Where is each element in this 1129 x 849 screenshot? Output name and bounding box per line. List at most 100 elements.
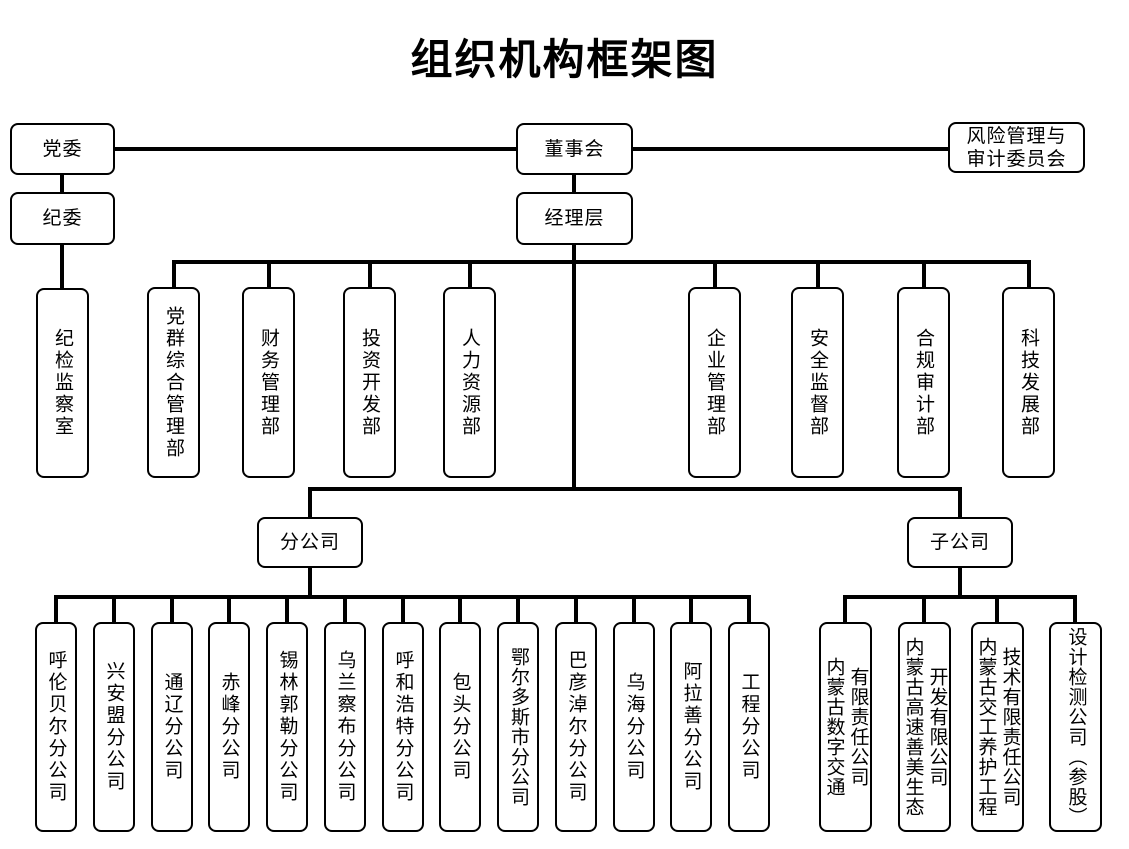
dept-box: 财务管理部 <box>242 287 295 478</box>
connector-line <box>632 595 636 622</box>
node-label: 安全监督部 <box>807 327 828 438</box>
subsidiary-box: 设计检测公司（参股） <box>1049 622 1102 832</box>
connector-line <box>572 175 576 192</box>
node-label: 巴彦淖尔分公司 <box>565 650 587 804</box>
node-label: 党群综合管理部 <box>163 305 184 460</box>
branch-box: 通辽分公司 <box>151 622 193 832</box>
node-label: 内蒙古高速善美生态 开发有限公司 <box>902 637 948 817</box>
connector-line <box>227 595 231 622</box>
branch-box: 鄂尔多斯市分公司 <box>497 622 539 832</box>
connector-line <box>173 260 1029 264</box>
node-label: 纪委 <box>42 208 83 229</box>
dept-box: 党群综合管理部 <box>147 287 200 478</box>
node-label: 子公司 <box>929 532 990 553</box>
connector-line <box>54 595 58 622</box>
connector-line <box>1027 260 1031 288</box>
node-label: 科技发展部 <box>1018 327 1039 438</box>
node-label: 内蒙古数字交通 有限责任公司 <box>823 657 869 797</box>
connector-line <box>170 595 174 622</box>
connector-line <box>468 260 472 288</box>
subsidiary-box: 内蒙古高速善美生态 开发有限公司 <box>898 622 951 832</box>
node-label: 工程分公司 <box>738 672 760 782</box>
node-label: 赤峰分公司 <box>218 672 240 782</box>
branch-box: 包头分公司 <box>439 622 481 832</box>
node-label: 兴安盟分公司 <box>103 661 125 793</box>
dept-box: 企业管理部 <box>688 287 741 478</box>
branch-box: 锡林郭勒分公司 <box>266 622 308 832</box>
node-label: 设计检测公司（参股） <box>1065 627 1087 827</box>
connector-line <box>572 245 576 491</box>
connector-line <box>343 595 347 622</box>
connector-line <box>368 260 372 288</box>
node-board: 董事会 <box>516 123 633 175</box>
dept-box: 投资开发部 <box>343 287 396 478</box>
node-label: 企业管理部 <box>704 327 725 438</box>
node-label: 呼和浩特分公司 <box>392 650 414 804</box>
branch-box: 呼和浩特分公司 <box>382 622 424 832</box>
node-label: 投资开发部 <box>359 327 380 438</box>
node-label: 经理层 <box>544 208 605 229</box>
dept-box: 人力资源部 <box>443 287 496 478</box>
node-label: 人力资源部 <box>459 327 480 438</box>
node-subsidiaries-group: 子公司 <box>907 517 1013 568</box>
connector-line <box>112 595 116 622</box>
connector-line <box>458 595 462 622</box>
node-party-committee: 党委 <box>10 123 115 175</box>
branch-box: 乌海分公司 <box>613 622 655 832</box>
connector-line <box>689 595 693 622</box>
connector-line <box>958 568 962 599</box>
dept-box: 安全监督部 <box>791 287 844 478</box>
connector-line <box>995 595 999 622</box>
branch-box: 工程分公司 <box>728 622 770 832</box>
node-label: 分公司 <box>279 532 340 553</box>
node-label: 通辽分公司 <box>161 672 183 782</box>
node-label: 合规审计部 <box>913 327 934 438</box>
connector-line <box>401 595 405 622</box>
connector-line <box>816 260 820 288</box>
node-label: 乌海分公司 <box>623 672 645 782</box>
node-label: 董事会 <box>544 138 605 160</box>
connector-line <box>843 595 1077 599</box>
branch-box: 巴彦淖尔分公司 <box>555 622 597 832</box>
connector-line <box>922 260 926 288</box>
connector-line <box>843 595 847 622</box>
subsidiary-box: 内蒙古交工养护工程 技术有限责任公司 <box>971 622 1024 832</box>
node-label: 纪检监察室 <box>52 328 73 438</box>
connector-line <box>115 147 516 151</box>
connector-line <box>747 595 751 622</box>
branch-box: 阿拉善分公司 <box>670 622 712 832</box>
subsidiary-box: 内蒙古数字交通 有限责任公司 <box>819 622 872 832</box>
node-label: 鄂尔多斯市分公司 <box>508 647 529 807</box>
connector-line <box>60 245 64 288</box>
branch-box: 呼伦贝尔分公司 <box>35 622 77 832</box>
node-discipline-committee: 纪委 <box>10 192 115 245</box>
branch-box: 兴安盟分公司 <box>93 622 135 832</box>
connector-line <box>958 487 962 517</box>
node-label: 包头分公司 <box>449 672 471 782</box>
connector-line <box>308 568 312 599</box>
node-branches-group: 分公司 <box>257 517 363 568</box>
connector-line <box>713 260 717 288</box>
branch-box: 乌兰察布分公司 <box>324 622 366 832</box>
connector-line <box>60 175 64 192</box>
node-label: 呼伦贝尔分公司 <box>45 650 67 804</box>
node-management-layer: 经理层 <box>516 192 633 245</box>
node-label: 锡林郭勒分公司 <box>276 650 298 804</box>
node-label: 党委 <box>42 138 83 160</box>
node-label: 风险管理与 审计委员会 <box>966 125 1067 170</box>
connector-line <box>574 595 578 622</box>
node-discipline-inspection-office: 纪检监察室 <box>36 288 89 478</box>
connector-line <box>285 595 289 622</box>
node-label: 内蒙古交工养护工程 技术有限责任公司 <box>975 637 1021 817</box>
chart-title: 组织机构框架图 <box>410 36 719 83</box>
connector-line <box>308 487 962 491</box>
dept-box: 合规审计部 <box>897 287 950 478</box>
connector-line <box>308 487 312 517</box>
connector-line <box>633 147 948 151</box>
connector-line <box>172 260 176 288</box>
branch-box: 赤峰分公司 <box>208 622 250 832</box>
connector-line <box>1073 595 1077 622</box>
connector-line <box>516 595 520 622</box>
node-label: 乌兰察布分公司 <box>334 650 356 804</box>
